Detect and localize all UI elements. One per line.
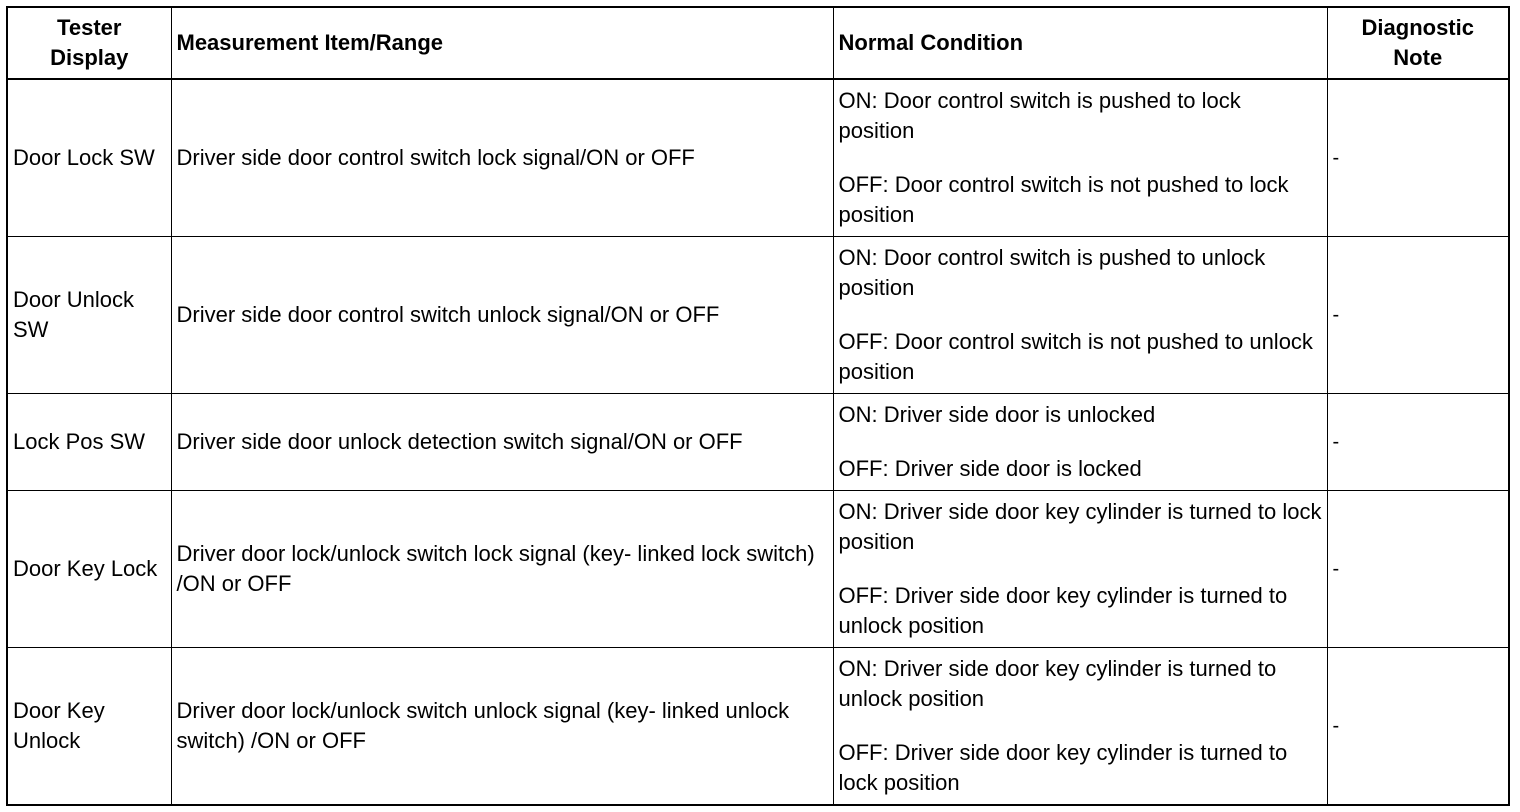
condition-on: ON: Driver side door is unlocked — [838, 401, 1156, 427]
measurement-cell: Driver door lock/unlock switch unlock si… — [170, 646, 834, 806]
condition-on: ON: Door control switch is pushed to unl… — [838, 245, 1266, 301]
diagnostic-note-cell: - — [1326, 393, 1510, 491]
condition-gap — [839, 557, 1322, 581]
condition-off: OFF: Driver side door key cylinder is tu… — [838, 739, 1288, 795]
condition-gap — [839, 146, 1322, 170]
table-row: Lock Pos SW Driver side door unlock dete… — [6, 393, 1510, 491]
table-row: Door Key Lock Driver door lock/unlock sw… — [6, 489, 1510, 648]
normal-condition-cell: ON: Driver side door key cylinder is tur… — [832, 646, 1328, 806]
table-row: Door Unlock SW Driver side door control … — [6, 236, 1510, 395]
tester-display-cell: Lock Pos SW — [6, 393, 172, 491]
condition-off: OFF: Driver side door is locked — [838, 455, 1142, 481]
header-normal-condition: Normal Condition — [832, 6, 1328, 80]
condition-on: ON: Driver side door key cylinder is tur… — [838, 655, 1277, 711]
condition-gap — [839, 714, 1322, 738]
condition-gap — [839, 430, 1322, 454]
data-table: Tester Display Measurement Item/Range No… — [6, 6, 1510, 806]
table-body: Door Lock SW Driver side door control sw… — [6, 78, 1510, 806]
diagnostic-note-cell: - — [1326, 236, 1510, 395]
diagnostic-note-cell: - — [1326, 78, 1510, 238]
table-row: Door Key Unlock Driver door lock/unlock … — [6, 646, 1510, 806]
tester-display-cell: Door Key Lock — [6, 489, 172, 648]
condition-off: OFF: Driver side door key cylinder is tu… — [838, 582, 1288, 638]
tester-display-cell: Door Lock SW — [6, 78, 172, 238]
condition-on: ON: Door control switch is pushed to loc… — [838, 88, 1241, 144]
normal-condition-cell: ON: Door control switch is pushed to loc… — [832, 78, 1328, 238]
measurement-cell: Driver side door control switch lock sig… — [170, 78, 834, 238]
header-diagnostic-note: Diagnostic Note — [1326, 6, 1510, 80]
tester-display-cell: Door Key Unlock — [6, 646, 172, 806]
measurement-cell: Driver side door control switch unlock s… — [170, 236, 834, 395]
table-row: Door Lock SW Driver side door control sw… — [6, 78, 1510, 238]
diagnostic-note-cell: - — [1326, 489, 1510, 648]
condition-off: OFF: Door control switch is not pushed t… — [838, 172, 1289, 228]
condition-gap — [839, 303, 1322, 327]
diagnostic-note-cell: - — [1326, 646, 1510, 806]
measurement-cell: Driver side door unlock detection switch… — [170, 393, 834, 491]
table-header: Tester Display Measurement Item/Range No… — [6, 6, 1510, 80]
tester-display-cell: Door Unlock SW — [6, 236, 172, 395]
header-measurement-item: Measurement Item/Range — [170, 6, 834, 80]
normal-condition-cell: ON: Driver side door key cylinder is tur… — [832, 489, 1328, 648]
normal-condition-cell: ON: Driver side door is unlocked OFF: Dr… — [832, 393, 1328, 491]
header-tester-display: Tester Display — [6, 6, 172, 80]
measurement-cell: Driver door lock/unlock switch lock sign… — [170, 489, 834, 648]
condition-on: ON: Driver side door key cylinder is tur… — [838, 498, 1322, 554]
condition-off: OFF: Door control switch is not pushed t… — [838, 329, 1313, 385]
header-row: Tester Display Measurement Item/Range No… — [6, 6, 1510, 80]
normal-condition-cell: ON: Door control switch is pushed to unl… — [832, 236, 1328, 395]
